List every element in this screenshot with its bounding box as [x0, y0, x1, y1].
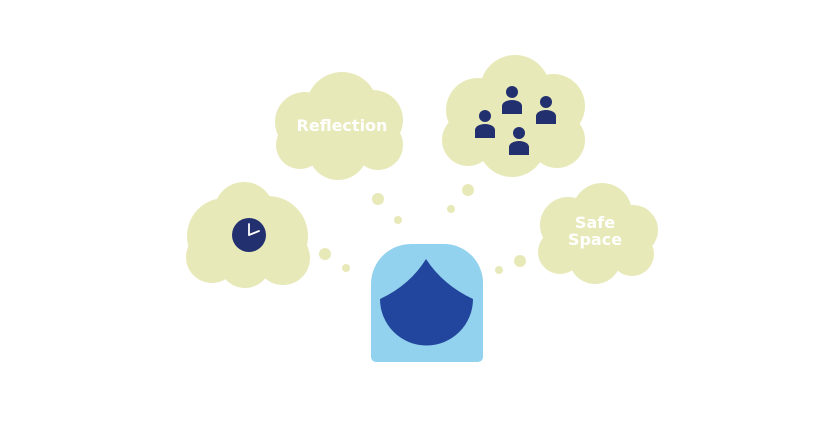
reflection-label: Reflection [296, 116, 388, 135]
cloud-community [442, 55, 585, 177]
safe-space-line-1: Safe [574, 213, 616, 232]
safe-space-label: Safe Space [540, 213, 650, 249]
cloud-safe-space [538, 183, 658, 284]
person-icon [502, 86, 522, 114]
clock-icon [232, 218, 266, 252]
person-icon [536, 96, 556, 124]
cloud-reflection [275, 72, 403, 180]
person-icon [509, 127, 529, 155]
cloud-time [186, 182, 310, 288]
thought-dots [319, 184, 526, 274]
people-group-icon [475, 86, 556, 155]
shelter-dome-icon [371, 244, 483, 362]
safe-space-line-2: Space [567, 229, 623, 249]
person-icon [475, 110, 495, 138]
